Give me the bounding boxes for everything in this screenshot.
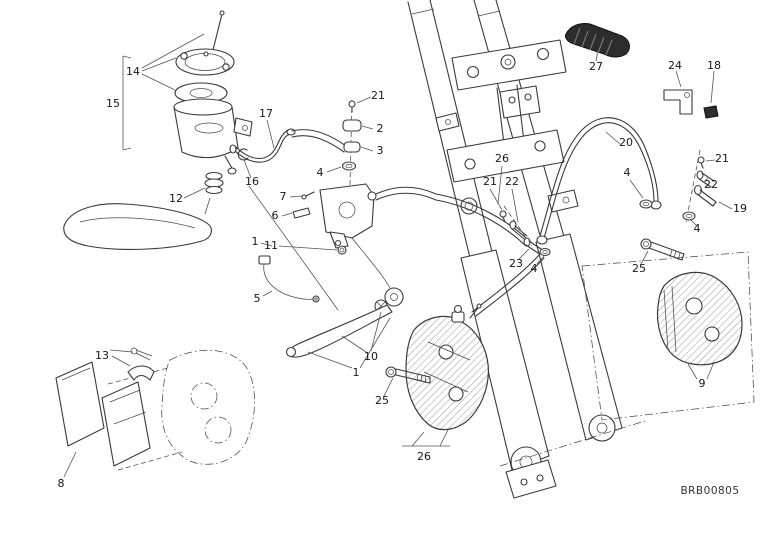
callout-4-b: 4 bbox=[624, 166, 631, 179]
diagram-code: BRB00805 bbox=[680, 485, 739, 497]
brake-pads-group bbox=[55, 347, 255, 471]
callout-7: 7 bbox=[280, 190, 287, 203]
callout-2: 2 bbox=[377, 122, 384, 135]
callout-21-b: 21 bbox=[483, 175, 497, 188]
caliper-ghost-outline bbox=[161, 349, 255, 465]
callout-27: 27 bbox=[589, 60, 603, 73]
callout-24: 24 bbox=[668, 59, 682, 72]
callout-4-c: 4 bbox=[694, 222, 701, 235]
pad-spring-clip bbox=[127, 347, 155, 381]
callout-13: 13 bbox=[95, 349, 109, 362]
handlebar bbox=[63, 197, 212, 250]
callout-4-a: 4 bbox=[317, 166, 324, 179]
callout-3: 3 bbox=[377, 144, 384, 157]
callout-26-a: 26 bbox=[417, 450, 431, 463]
callout-23: 23 bbox=[509, 257, 523, 270]
callout-11: 11 bbox=[264, 239, 278, 252]
leader-lines bbox=[63, 33, 733, 478]
callout-4-d: 4 bbox=[531, 262, 538, 275]
rubber-boot bbox=[204, 171, 224, 195]
callout-1-a: 1 bbox=[252, 235, 259, 248]
callout-22-a: 22 bbox=[505, 175, 519, 188]
hose-sleeve bbox=[565, 23, 630, 58]
hose-clamp bbox=[237, 148, 249, 161]
callout-25-a: 25 bbox=[375, 394, 389, 407]
reservoir-hose bbox=[229, 128, 347, 163]
brake-lever bbox=[285, 237, 404, 358]
fittings-right bbox=[639, 89, 719, 223]
brake-caliper-left bbox=[385, 303, 489, 447]
callout-9: 9 bbox=[699, 377, 706, 390]
master-cylinder-assembly bbox=[248, 99, 404, 358]
callout-25-b: 25 bbox=[632, 262, 646, 275]
brake-switch-cable bbox=[258, 255, 320, 303]
callout-6: 6 bbox=[272, 209, 279, 222]
fittings-left bbox=[499, 205, 551, 257]
callout-19: 19 bbox=[733, 202, 747, 215]
caliper-bolt-left bbox=[385, 366, 431, 384]
callout-15: 15 bbox=[106, 97, 120, 110]
callout-16: 16 bbox=[245, 175, 259, 188]
callout-17: 17 bbox=[259, 107, 273, 120]
reservoir-assembly bbox=[173, 10, 347, 195]
callout-14: 14 bbox=[126, 65, 140, 78]
front-fork bbox=[407, 0, 755, 499]
caliper-bolt-right bbox=[640, 238, 685, 261]
callout-10: 10 bbox=[364, 350, 378, 363]
callout-12: 12 bbox=[169, 192, 183, 205]
callout-5: 5 bbox=[254, 292, 261, 305]
brake-caliper-right bbox=[640, 238, 743, 366]
callout-20: 20 bbox=[619, 136, 633, 149]
callout-26-b: 26 bbox=[495, 152, 509, 165]
callout-18: 18 bbox=[707, 59, 721, 72]
callout-1-b: 1 bbox=[353, 366, 360, 379]
callout-8: 8 bbox=[58, 477, 65, 490]
callouts: 14 15 17 21 2 3 4 16 12 7 6 1 11 5 10 1 … bbox=[58, 59, 748, 490]
brake-hoses bbox=[375, 23, 662, 317]
callout-22-b: 22 bbox=[704, 178, 718, 191]
callout-21-c: 21 bbox=[715, 152, 729, 165]
callout-21-a: 21 bbox=[371, 89, 385, 102]
